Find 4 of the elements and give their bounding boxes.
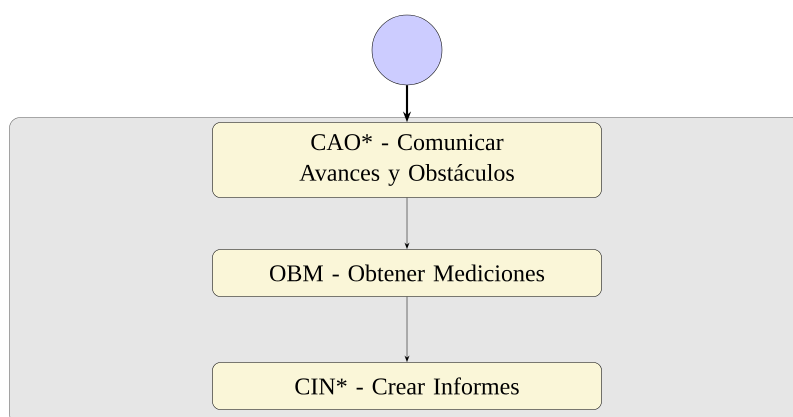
start-circle [372,14,442,86]
process-box: OBM - Obtener Mediciones [212,249,602,297]
process-box: CAO* - Comunicar Avances y Obstáculos [212,122,602,198]
process-box: CIN* - Crear Informes [212,362,602,410]
